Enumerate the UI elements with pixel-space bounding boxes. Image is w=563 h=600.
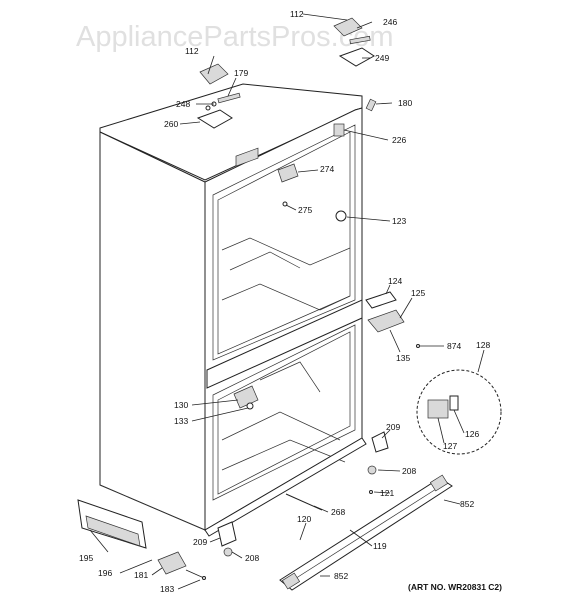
part-183 bbox=[202, 576, 206, 580]
cabinet-left-side bbox=[99, 131, 206, 531]
callout-196: 196 bbox=[98, 568, 112, 578]
part-126 bbox=[449, 395, 459, 411]
part-268 bbox=[285, 493, 323, 511]
part-133 bbox=[246, 402, 254, 410]
part-209-left bbox=[217, 521, 237, 547]
callout-120: 120 bbox=[297, 514, 311, 524]
callout-852: 852 bbox=[460, 499, 474, 509]
callout-195: 195 bbox=[79, 553, 93, 563]
callout-209: 209 bbox=[193, 537, 207, 547]
callout-208: 208 bbox=[245, 553, 259, 563]
freezer-opening bbox=[212, 324, 356, 501]
callout-183: 183 bbox=[160, 584, 174, 594]
callout-249: 249 bbox=[375, 53, 389, 63]
part-135 bbox=[367, 309, 405, 333]
part-181 bbox=[157, 551, 187, 575]
part-123 bbox=[335, 210, 347, 222]
callout-246: 246 bbox=[383, 17, 397, 27]
callout-125: 125 bbox=[411, 288, 425, 298]
hinge-cover-right bbox=[333, 17, 363, 37]
callout-874: 874 bbox=[447, 341, 461, 351]
leader-lines bbox=[89, 13, 485, 590]
art-number: (ART NO. WR20831 C2) bbox=[408, 582, 502, 592]
part-180 bbox=[365, 98, 377, 112]
callout-248: 248 bbox=[176, 99, 190, 109]
callout-274: 274 bbox=[320, 164, 334, 174]
callout-179: 179 bbox=[234, 68, 248, 78]
fresh-food-opening bbox=[212, 124, 356, 361]
callout-126: 126 bbox=[465, 429, 479, 439]
callout-260: 260 bbox=[164, 119, 178, 129]
callout-128: 128 bbox=[476, 340, 490, 350]
part-874 bbox=[416, 344, 420, 348]
callout-275: 275 bbox=[298, 205, 312, 215]
part-274 bbox=[277, 163, 299, 183]
part-209-right bbox=[371, 431, 389, 453]
callout-226: 226 bbox=[392, 135, 406, 145]
callout-181: 181 bbox=[134, 570, 148, 580]
callout-119: 119 bbox=[373, 541, 387, 551]
callout-180: 180 bbox=[398, 98, 412, 108]
part-208-right bbox=[367, 465, 377, 475]
callout-130: 130 bbox=[174, 400, 188, 410]
callout-135: 135 bbox=[396, 353, 410, 363]
upper-left-hinge bbox=[196, 63, 241, 129]
part-127 bbox=[427, 399, 449, 419]
center-mullion bbox=[206, 299, 363, 389]
cabinet bbox=[99, 83, 367, 537]
callout-127: 127 bbox=[443, 441, 457, 451]
hinge-cover-left bbox=[199, 63, 229, 85]
callout-121: 121 bbox=[380, 488, 394, 498]
cabinet-front-frame bbox=[204, 107, 363, 531]
part-208-left bbox=[223, 547, 233, 557]
callout-208: 208 bbox=[402, 466, 416, 476]
callout-123: 123 bbox=[392, 216, 406, 226]
callout-112: 112 bbox=[185, 46, 199, 56]
part-124 bbox=[365, 291, 397, 309]
callout-209: 209 bbox=[386, 422, 400, 432]
callout-124: 124 bbox=[388, 276, 402, 286]
callout-labels: 112 246 249 112 179 248 260 180 226 274 … bbox=[79, 9, 490, 594]
detail-circle-128 bbox=[416, 369, 502, 455]
callout-133: 133 bbox=[174, 416, 188, 426]
callout-268: 268 bbox=[331, 507, 345, 517]
part-226 bbox=[333, 123, 345, 137]
part-130 bbox=[233, 385, 259, 409]
part-121 bbox=[369, 490, 373, 494]
cabinet-base bbox=[204, 437, 367, 537]
callout-852: 852 bbox=[334, 571, 348, 581]
callout-112: 112 bbox=[290, 9, 304, 19]
upper-right-hinge bbox=[333, 17, 375, 67]
